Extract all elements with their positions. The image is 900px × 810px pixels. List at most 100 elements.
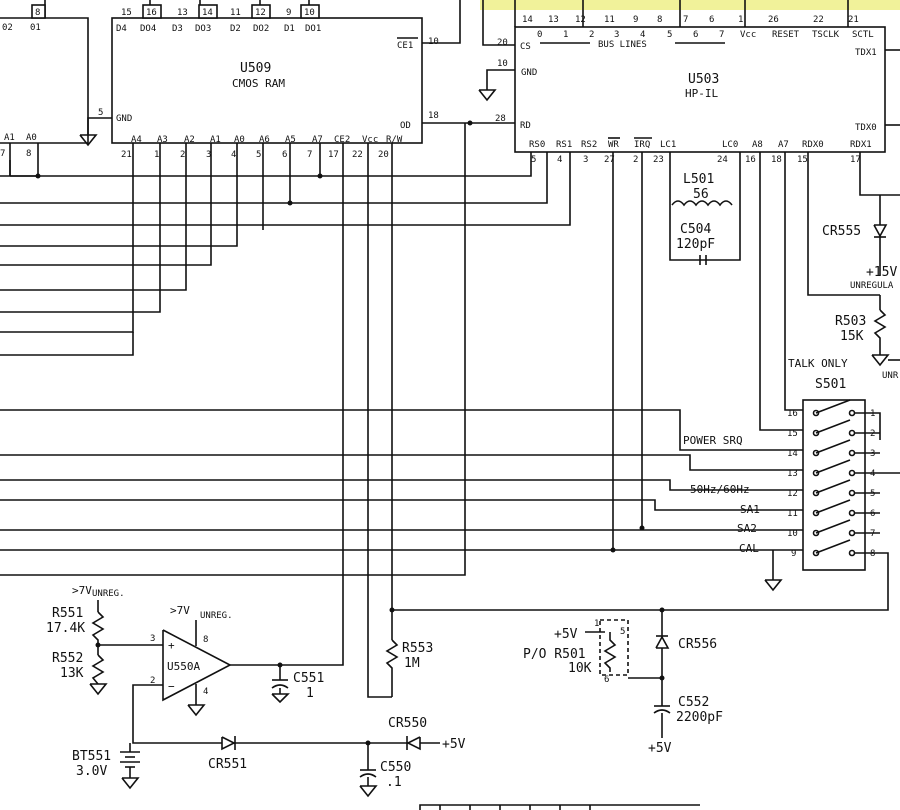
c552-ref: C552 xyxy=(678,695,709,710)
u509-top-num: 11 xyxy=(230,8,241,18)
s501-left-num: 11 xyxy=(787,509,798,519)
u509-top-pin: D3 xyxy=(172,24,183,34)
cr551-ref: CR551 xyxy=(208,757,247,772)
u503-bottom-pin: RS2 xyxy=(581,140,597,150)
u503-rd-num: 28 xyxy=(495,114,506,124)
u503-top-pin: SCTL xyxy=(852,30,874,40)
unr-label: UNR xyxy=(882,371,899,381)
u509-bottom-num: 20 xyxy=(378,150,389,160)
u509-cmos-ram: 15 16 13 14 11 12 9 10 D4 DO4 D3 DO3 D2 … xyxy=(79,0,515,160)
u503-top-num: 14 xyxy=(522,15,533,25)
address-traces xyxy=(0,143,571,356)
u503-bottom-num: 2 xyxy=(633,155,638,165)
u509-top-num: 10 xyxy=(304,8,315,18)
u509-ce1-num: 10 xyxy=(428,37,439,47)
switch-label-sa1: SA1 xyxy=(740,503,760,516)
u503-top-pin: 4 xyxy=(640,30,645,40)
u509-bottom-pin: A5 xyxy=(285,135,296,145)
r503-ref: R503 xyxy=(835,314,866,329)
u503-bottom-pin: RDX1 xyxy=(850,140,872,150)
u503-top-pin: 3 xyxy=(614,30,619,40)
s501-left-num: 9 xyxy=(791,549,796,559)
bt551-ref: BT551 xyxy=(72,749,111,764)
u503-bottom-num: 16 xyxy=(745,155,756,165)
u509-od-num: 18 xyxy=(428,111,439,121)
comparator-group: >7V UNREG. R551 17.4K R552 13K 3 2 + − U… xyxy=(46,143,355,744)
u503-bus-label: BUS LINES xyxy=(598,40,647,50)
r552-ref: R552 xyxy=(52,651,83,666)
u503-tdx1-label: TDX1 xyxy=(855,48,877,58)
left-chip-pin: 02 xyxy=(2,23,13,33)
s501-left-num: 10 xyxy=(787,529,798,539)
u509-ref: U509 xyxy=(240,61,271,76)
u509-bottom-num: 3 xyxy=(206,150,211,160)
r551-value: 17.4K xyxy=(46,621,85,636)
highlight-mark xyxy=(480,0,900,10)
u550-ref: U550A xyxy=(167,660,200,673)
r501-pin-c: 6 xyxy=(604,675,609,685)
u503-gnd-label: GND xyxy=(521,68,537,78)
c552-supply: +5V xyxy=(648,741,672,756)
u550-pin-gnd: 4 xyxy=(203,687,208,697)
u509-ce1-label: CE1 xyxy=(397,41,413,51)
u503-hp-il: 14 13 12 11 9 8 7 6 1 26 22 21 0 1 2 3 4… xyxy=(478,0,900,165)
u503-bottom-num: 17 xyxy=(850,155,861,165)
u509-bottom-pin: A7 xyxy=(312,135,323,145)
r551-supply: >7V xyxy=(72,584,92,597)
u503-top-num: 7 xyxy=(683,15,688,25)
u509-bottom-pin: A3 xyxy=(157,135,168,145)
r551-ref: R551 xyxy=(52,606,83,621)
u550-plus-sign: + xyxy=(168,639,175,652)
u503-bottom-pin: RS0 xyxy=(529,140,545,150)
u509-top-num: 16 xyxy=(146,8,157,18)
u503-top-pin: 2 xyxy=(589,30,594,40)
u509-top-num: 13 xyxy=(177,8,188,18)
u503-top-pin: 6 xyxy=(693,30,698,40)
u503-top-num: 13 xyxy=(548,15,559,25)
s501-left-num: 16 xyxy=(787,409,798,419)
u503-bottom-num: 4 xyxy=(557,155,562,165)
u503-bottom-pin: IRQ xyxy=(634,140,650,150)
u503-top-num: 9 xyxy=(633,15,638,25)
r501-ref: P/O R501 xyxy=(523,647,586,662)
u503-bottom-pin: RDX0 xyxy=(802,140,824,150)
u509-bottom-pin: A2 xyxy=(184,135,195,145)
left-chip-pin: A1 xyxy=(4,133,15,143)
u550-minus-sign: − xyxy=(168,680,175,693)
cr555-ref: CR555 xyxy=(822,224,861,239)
u503-top-pin: 1 xyxy=(563,30,568,40)
u503-top-pin: 0 xyxy=(537,30,542,40)
left-chip-pin-num: 8 xyxy=(26,149,31,159)
s501-right-num: 5 xyxy=(870,489,875,499)
u503-tdx0-label: TDX0 xyxy=(855,123,877,133)
u509-bottom-pin: Vcc xyxy=(362,135,378,145)
u509-od-label: OD xyxy=(400,121,411,131)
u503-top-pin: RESET xyxy=(772,30,800,40)
u509-bottom-num: 22 xyxy=(352,150,363,160)
u503-rd-label: RD xyxy=(520,121,531,131)
left-chip: 8 02 01 A1 A0 7 8 xyxy=(0,0,89,176)
s501-left-num: 13 xyxy=(787,469,798,479)
switch-traces xyxy=(0,123,900,576)
u503-bottom-pin: A8 xyxy=(752,140,763,150)
u503-bottom-num: 5 xyxy=(531,155,536,165)
switch-label-sa2: SA2 xyxy=(737,522,757,535)
r501-pin-a: 1 xyxy=(594,619,599,629)
u509-bottom-pin: A0 xyxy=(234,135,245,145)
r503-value: 15K xyxy=(840,329,864,344)
plus15-volt: +15V xyxy=(866,265,897,280)
u503-cs-num: 20 xyxy=(497,38,508,48)
cr555-r503-group: CR555 +15V UNREGULA R503 15K UNR TALK ON… xyxy=(788,195,900,381)
s501-right-num: 8 xyxy=(870,549,875,559)
u509-bottom-num: 1 xyxy=(154,150,159,160)
u503-bottom-pin: LC0 xyxy=(722,140,738,150)
c550-value: .1 xyxy=(386,775,402,790)
left-chip-pin-num: 7 xyxy=(0,149,5,159)
u509-top-pin: D1 xyxy=(284,24,295,34)
l501-c504-tank: L501 56 C504 120pF xyxy=(669,152,741,265)
c504-ref: C504 xyxy=(680,222,711,237)
u503-bottom-num: 24 xyxy=(717,155,728,165)
r501-pin-b: 5 xyxy=(620,627,625,637)
u509-top-num: 12 xyxy=(255,8,266,18)
c551-ref: C551 xyxy=(293,671,324,686)
